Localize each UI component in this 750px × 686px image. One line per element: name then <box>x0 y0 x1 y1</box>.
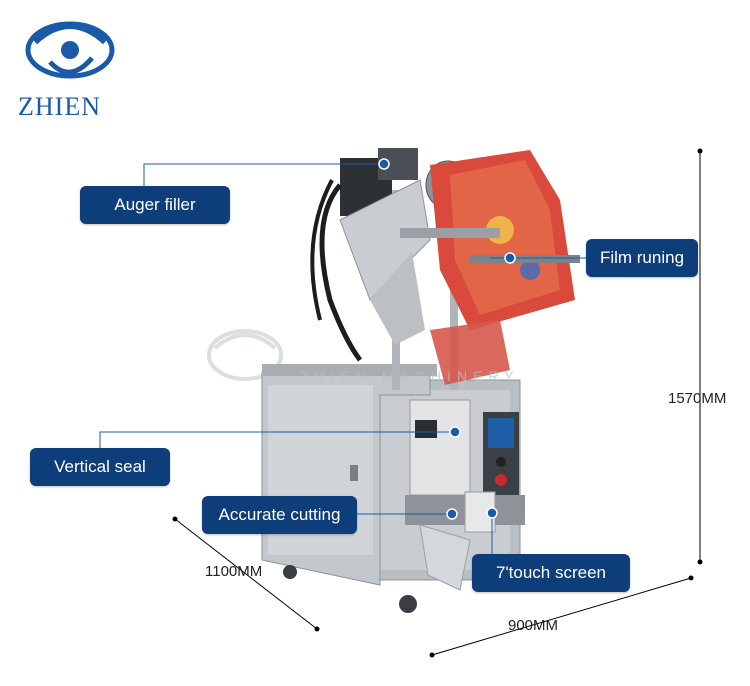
dimension-endpoints <box>172 148 703 658</box>
leader-dots <box>378 158 516 520</box>
callout-auger-filler: Auger filler <box>80 186 230 224</box>
zhien-swirl-logo-icon <box>25 21 115 79</box>
watermark-logo-icon <box>207 329 283 381</box>
callout-film-running: Film runing <box>586 239 698 277</box>
callout-touch-screen: 7'touch screen <box>472 554 630 592</box>
callout-vertical-seal: Vertical seal <box>30 448 170 486</box>
dimension-width-label: 900MM <box>508 617 559 634</box>
dimension-lines <box>174 151 701 656</box>
callout-accurate-cutting: Accurate cutting <box>202 496 357 534</box>
dimension-depth-label: 1100MM <box>205 563 263 580</box>
brand-name: ZHIEN <box>18 92 101 121</box>
dimension-height-label: 1570MM <box>668 390 727 407</box>
watermark-text: ZHIEN MACHINERY <box>300 368 520 384</box>
